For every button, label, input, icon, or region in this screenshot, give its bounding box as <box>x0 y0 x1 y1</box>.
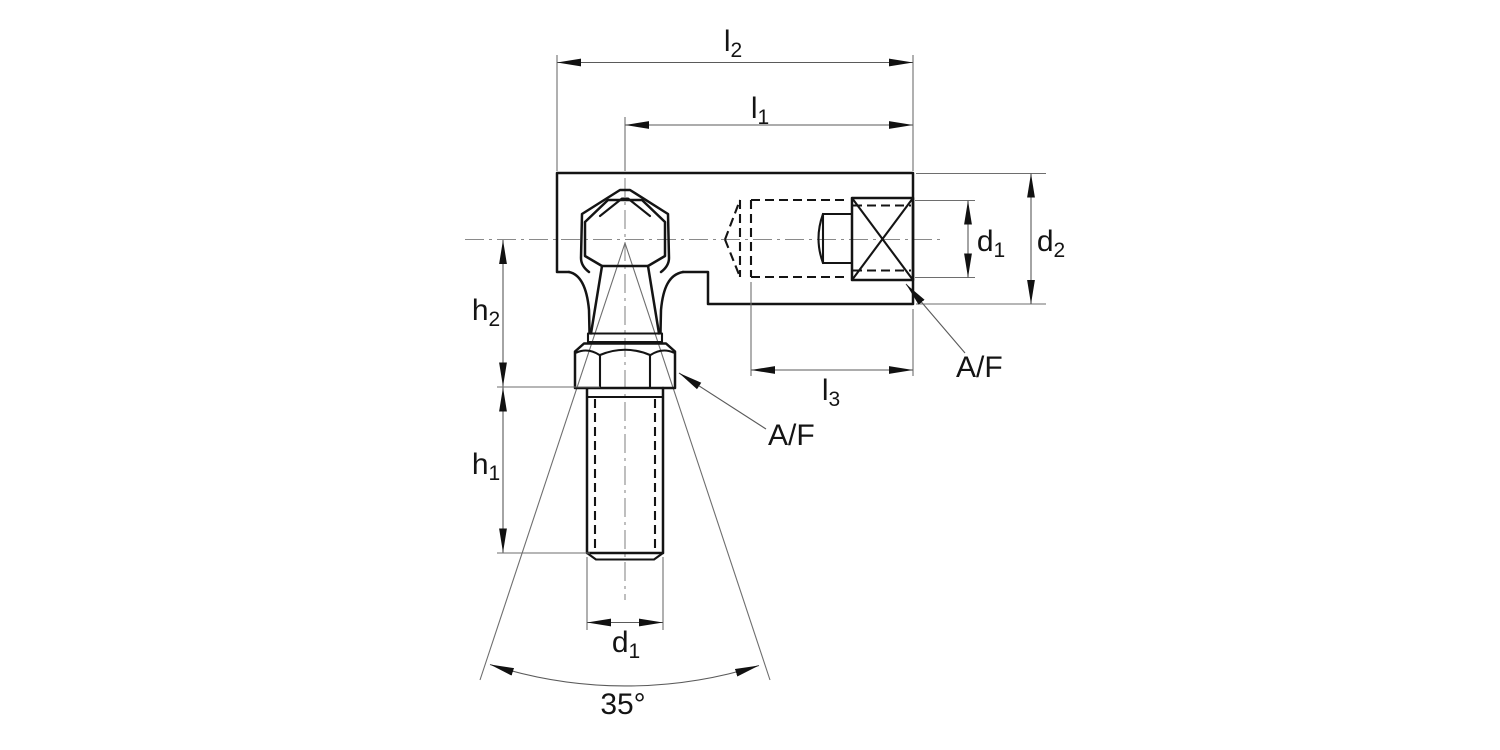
stud-end-chamfer <box>585 551 665 561</box>
stud-outline <box>585 386 665 555</box>
screw-end-dome <box>817 212 825 265</box>
cone-leg-right <box>624 242 771 681</box>
cone-angle-legs <box>479 242 771 681</box>
label-cone-angle: 35° <box>600 688 645 721</box>
hex-chamfer-right <box>649 349 675 357</box>
dim-label-l1: l1 <box>751 92 769 129</box>
socket-fillet-right <box>659 270 685 334</box>
dim-label-h2: h2 <box>472 294 500 331</box>
dim-label-d1-thread: d1 <box>977 225 1005 262</box>
label-af-socket: A/F <box>956 351 1003 384</box>
labels: l2 l1 d1 d2 h2 h1 l3 d1 A/F A/F 35° <box>472 25 1065 721</box>
extension-lines <box>497 55 1046 630</box>
dim-label-d2: d2 <box>1037 225 1065 262</box>
hex-socket-section <box>850 196 915 282</box>
cone-leg-left <box>479 242 626 681</box>
dimension-lines <box>489 58 1035 687</box>
ball-stud-neck <box>586 264 664 344</box>
collar <box>586 332 664 344</box>
leader-lines <box>678 283 966 430</box>
thread-cone-upper <box>724 199 741 240</box>
thread-cone-lower <box>724 239 741 278</box>
dome-cap-outline <box>579 188 671 274</box>
dim-label-l2: l2 <box>724 25 742 62</box>
hex-chamfer-left <box>575 349 601 357</box>
dim-arc-35deg <box>489 663 760 687</box>
ball-inner-peak <box>598 197 652 218</box>
dim-label-d1-stud: d1 <box>612 626 640 663</box>
leader-af-hex <box>678 372 767 430</box>
housing-outline <box>555 171 915 306</box>
socket-diagonal-2 <box>850 196 915 282</box>
dim-label-h1: h1 <box>472 448 500 485</box>
screw-end <box>817 212 854 265</box>
centerlines <box>465 178 945 600</box>
ball-socket <box>579 188 671 274</box>
dim-label-l3: l3 <box>822 374 840 411</box>
threaded-stud <box>585 386 665 561</box>
hex-nut <box>573 342 677 390</box>
internal-thread-hidden <box>724 198 911 279</box>
hex-chamfer-middle <box>598 348 652 357</box>
socket-fillet-left <box>567 270 591 334</box>
neck-left <box>589 264 604 335</box>
neck-right <box>646 264 661 335</box>
hex-outline <box>573 342 677 390</box>
leader-af-socket <box>905 283 966 354</box>
socket-box <box>850 196 915 282</box>
label-af-hex: A/F <box>768 419 815 452</box>
